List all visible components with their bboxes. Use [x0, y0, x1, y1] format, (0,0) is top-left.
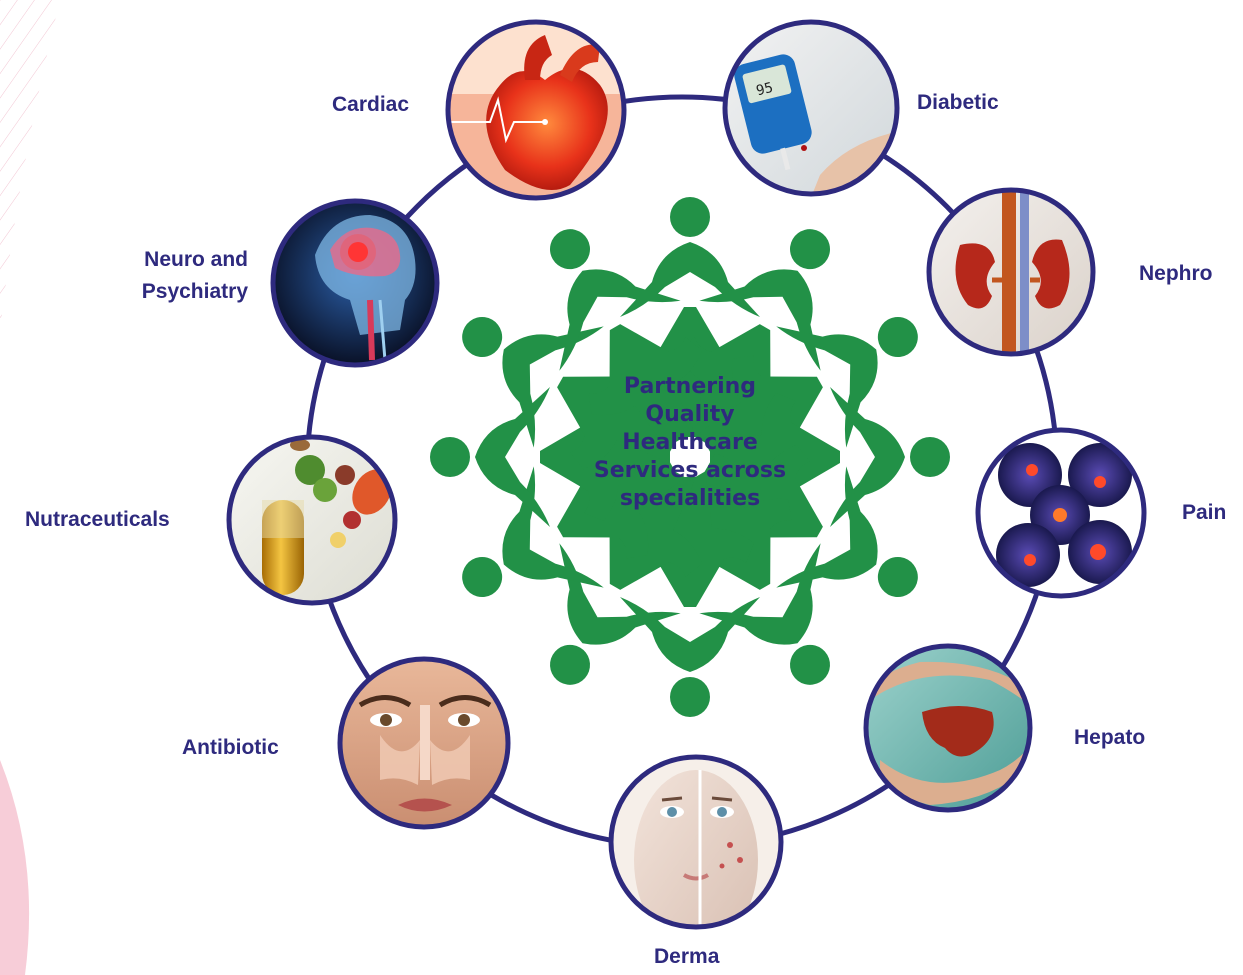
speciality-pain-image	[975, 427, 1147, 599]
person-figure-icon	[550, 229, 736, 472]
label-neuro-psychiatry: Neuro and Psychiatry	[141, 248, 248, 303]
corner-accent	[0, 0, 60, 975]
speciality-diabetic-image: 95	[722, 19, 900, 197]
speciality-derma-image	[608, 754, 784, 930]
label-nephro: Nephro	[1139, 262, 1213, 285]
label-pain: Pain	[1182, 501, 1227, 524]
person-figure-icon	[710, 387, 950, 527]
center-tagline: Partnering Quality Healthcare Services a…	[540, 373, 840, 513]
label-diabetic: Diabetic	[917, 91, 999, 114]
person-figure-icon	[620, 197, 760, 437]
person-figure-icon	[644, 229, 830, 472]
label-nutraceuticals: Nutraceuticals	[25, 508, 170, 531]
label-antibiotic: Antibiotic	[182, 736, 279, 759]
speciality-neuro-image	[270, 198, 440, 368]
center-line: specialities	[619, 486, 761, 511]
center-line: Healthcare	[622, 430, 758, 455]
person-figure-icon	[462, 317, 705, 503]
svg-text:95: 95	[755, 80, 775, 100]
label-cardiac: Cardiac	[332, 93, 410, 116]
label-hepato: Hepato	[1074, 726, 1146, 749]
person-figure-icon	[620, 477, 760, 717]
speciality-hepato-image	[863, 643, 1033, 813]
center-line: Quality	[645, 402, 735, 427]
label-derma: Derma	[654, 945, 720, 968]
speciality-antibiotic-image	[337, 656, 511, 830]
center-line: Partnering	[623, 374, 757, 399]
center-line: Services across	[593, 458, 787, 483]
person-figure-icon	[675, 411, 918, 597]
person-figure-icon	[550, 442, 736, 685]
speciality-cardiac-image	[445, 19, 627, 201]
speciality-nutraceuticals-image	[226, 434, 398, 606]
person-figure-icon	[430, 387, 670, 527]
speciality-nephro-image	[926, 187, 1096, 357]
people-ring-icon	[430, 197, 950, 717]
